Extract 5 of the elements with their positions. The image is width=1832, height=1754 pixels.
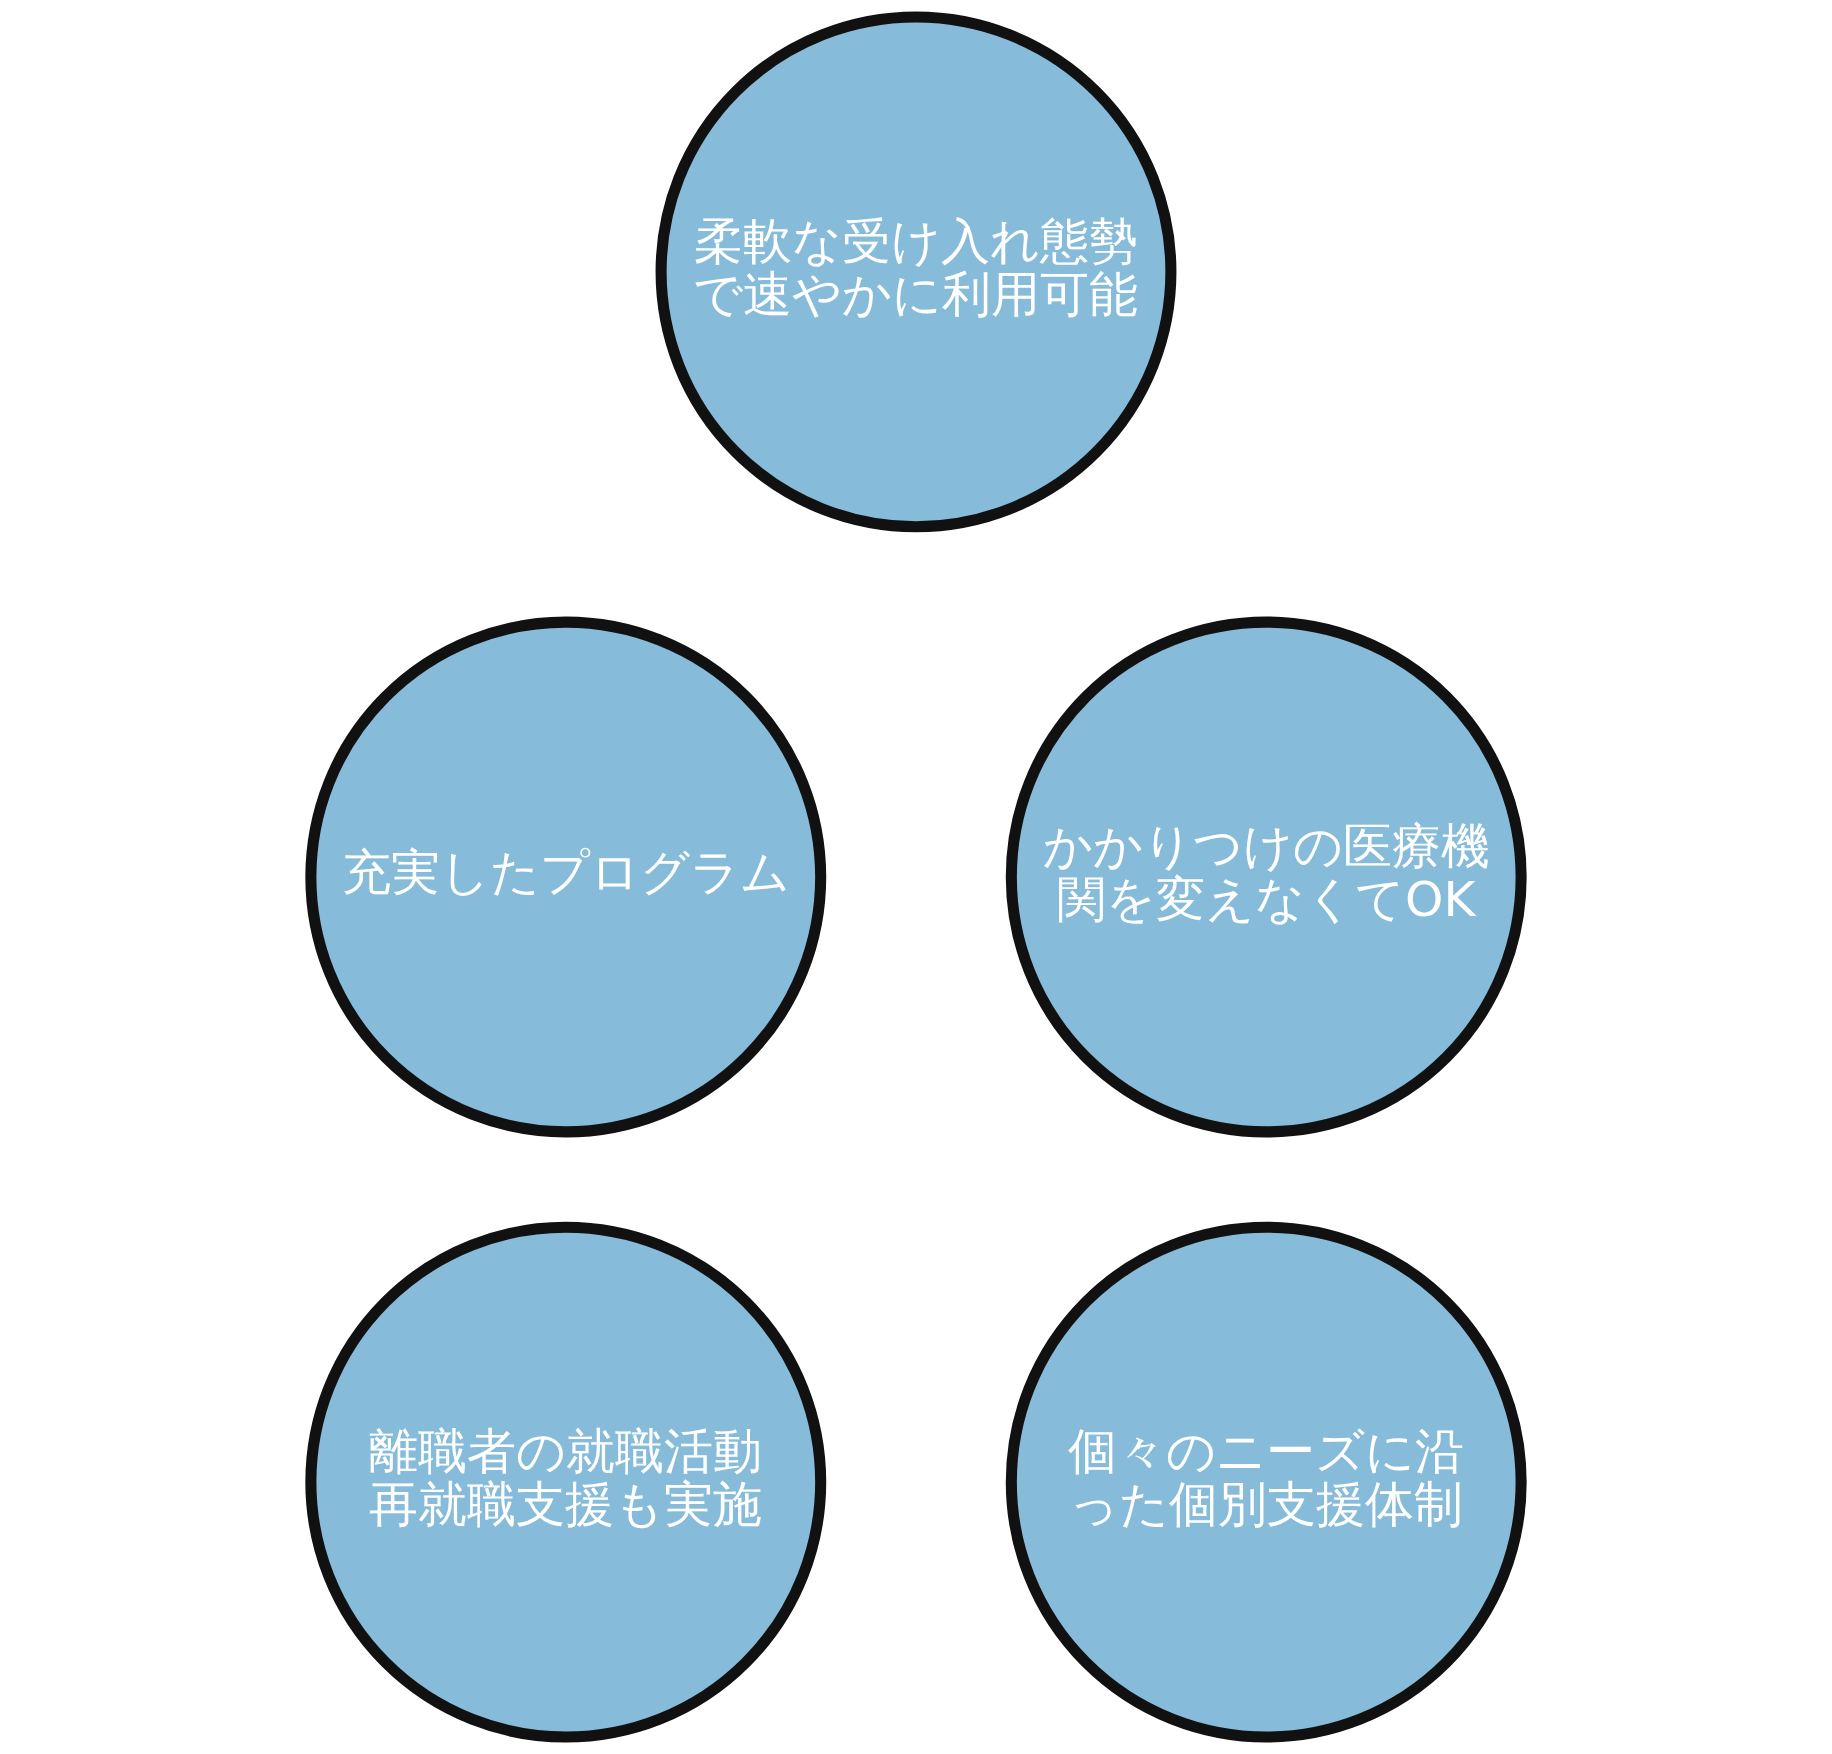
node-circle: 個々のニーズに沿った個別支援体制: [1005, 1221, 1527, 1743]
node-circle: 充実したプログラム: [305, 616, 827, 1138]
node-circle: 柔軟な受け入れ態勢で速やかに利用可能: [655, 11, 1177, 533]
node-circle: 離職者の就職活動再就職支援も実施: [305, 1221, 827, 1743]
node-circle: かかりつけの医療機関を変えなくてOK: [1005, 616, 1527, 1138]
